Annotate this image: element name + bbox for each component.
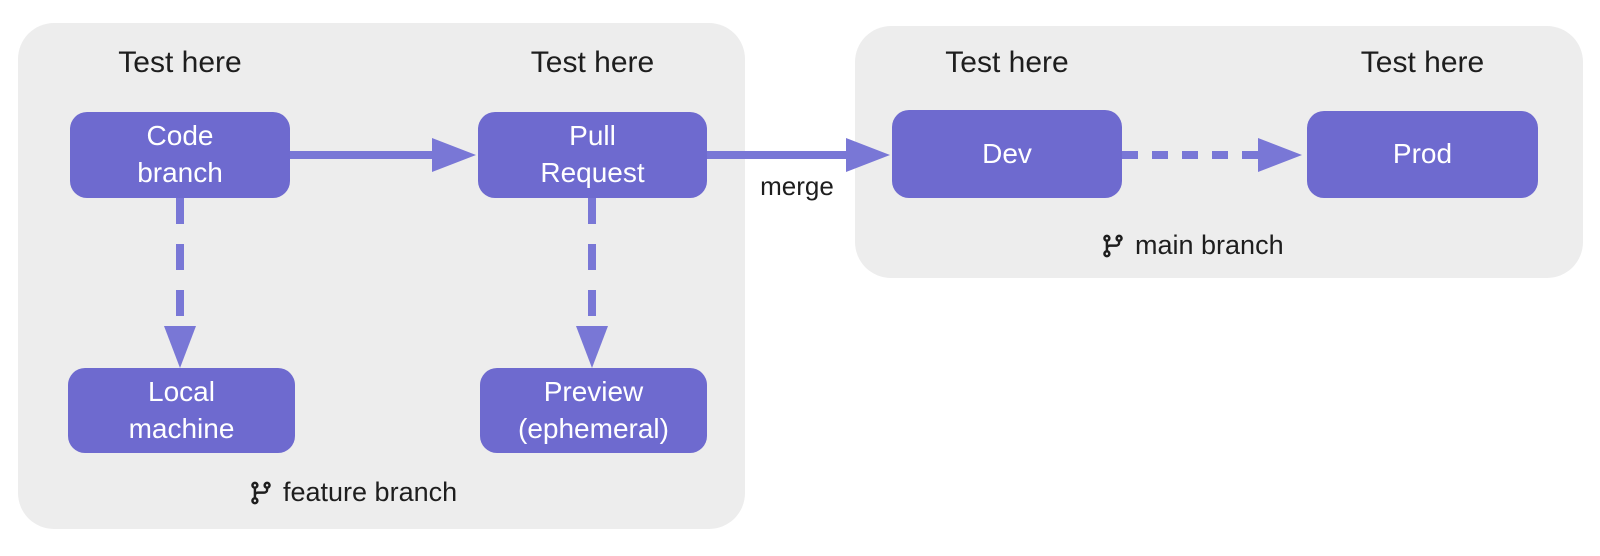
main-branch-label: main branch [1100,230,1284,261]
feature-branch-container [18,23,745,529]
merge-edge-label: merge [760,171,834,201]
edge-pr-to-preview-arrowhead-icon [576,326,608,368]
edge-pr-to-dev-line [707,151,846,159]
node-preview-ephemeral: Preview (ephemeral) [480,368,707,453]
feature-branch-label: feature branch [248,477,457,508]
test-here-label-dev: Test here [945,46,1069,79]
main-branch-label-text: main branch [1135,230,1284,260]
node-local-machine: Local machine [68,368,295,453]
test-here-label-code-branch: Test here [118,46,242,79]
node-prod: Prod [1307,111,1538,198]
test-here-label-prod: Test here [1360,46,1485,79]
edge-code-to-pr-arrowhead-icon [432,138,476,172]
edge-code-to-local-arrowhead-icon [164,326,196,368]
edge-dev-to-prod-arrowhead-icon [1258,138,1302,172]
edge-code-to-local-line [176,198,184,326]
edge-code-to-pr-line [290,151,432,159]
feature-branch-label-text: feature branch [283,477,458,507]
edge-pr-to-dev-arrowhead-icon [846,138,890,172]
node-pull-request: Pull Request [478,112,707,198]
git-branch-icon [248,480,274,506]
node-dev: Dev [892,110,1122,198]
test-here-label-pull-request: Test here [530,46,655,79]
edge-dev-to-prod-line [1122,151,1258,159]
edge-pr-to-preview-line [588,198,596,326]
node-code-branch: Code branch [70,112,290,198]
git-branch-icon [1100,233,1126,259]
